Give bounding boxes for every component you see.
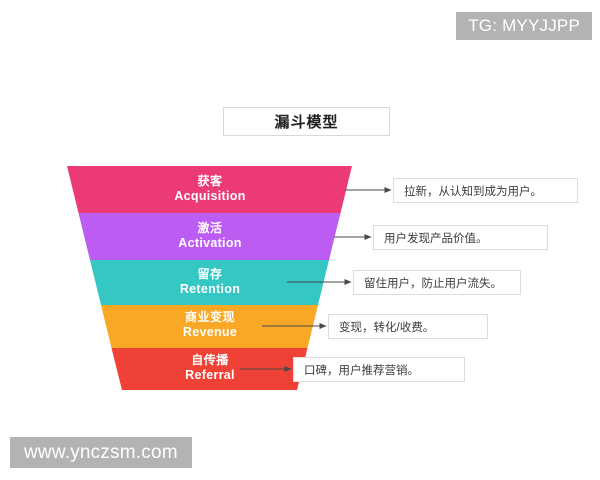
watermark-bottom-left-text: www.ynczsm.com <box>24 441 178 463</box>
note-box-retention: 留住用户，防止用户流失。 <box>353 270 521 295</box>
note-box-revenue: 变现，转化/收费。 <box>328 314 488 339</box>
note-box-referral: 口碑，用户推荐营销。 <box>293 357 465 382</box>
funnel-band-activation[interactable] <box>78 213 341 260</box>
watermark-top-right: TG: MYYJJPP <box>456 12 592 40</box>
note-box-activation: 用户发现产品价值。 <box>373 225 548 250</box>
funnel-band-acquisition[interactable] <box>67 166 352 213</box>
note-text-revenue: 变现，转化/收费。 <box>339 321 435 334</box>
note-text-acquisition: 拉新，从认知到成为用户。 <box>404 185 542 198</box>
funnel-band-referral[interactable] <box>111 348 308 390</box>
watermark-top-right-text: TG: MYYJJPP <box>468 16 580 35</box>
funnel-band-retention[interactable] <box>90 260 329 305</box>
note-text-referral: 口碑，用户推荐营销。 <box>304 364 419 377</box>
page-title: 漏斗模型 <box>274 114 339 131</box>
watermark-bottom-left: www.ynczsm.com <box>10 437 192 468</box>
note-text-retention: 留住用户，防止用户流失。 <box>364 277 502 290</box>
note-box-acquisition: 拉新，从认知到成为用户。 <box>393 178 578 203</box>
diagram-title-box: 漏斗模型 <box>223 107 390 136</box>
note-text-activation: 用户发现产品价值。 <box>384 232 488 245</box>
funnel-band-revenue[interactable] <box>101 305 318 348</box>
